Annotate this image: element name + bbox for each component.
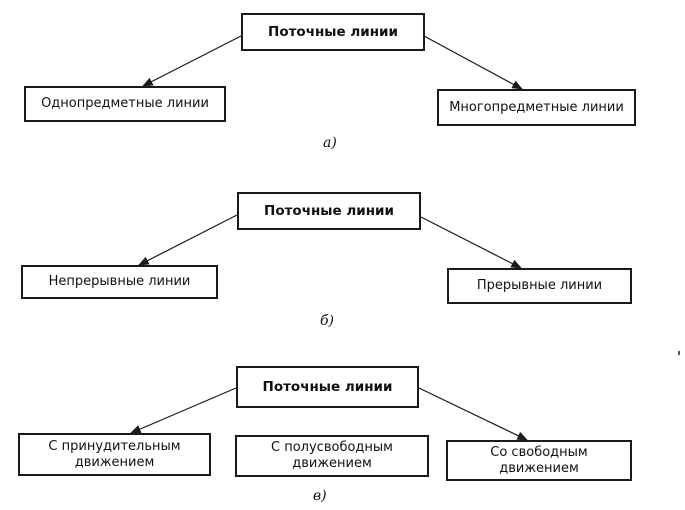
arrow-a-right [423, 35, 523, 90]
diagram-c-caption: в) [313, 488, 327, 504]
diagram-b-child-continuous: Непрерывные линии [21, 265, 218, 299]
arrow-c-right [418, 387, 528, 441]
diagram-c-root-box: Поточные линии [236, 366, 419, 408]
diagram-c-child-forced-movement: С принудительным движением [18, 433, 211, 476]
diagram-a-child-multi-product: Многопредметные линии [437, 89, 636, 126]
diagram-c-child-semi-free-movement: С полусвободным движением [235, 435, 429, 477]
diagram-a-child-single-product: Однопредметные линии [24, 86, 226, 122]
diagram-b-child-discontinuous: Прерывные линии [447, 268, 632, 304]
scan-speck [678, 351, 680, 355]
diagram-b-caption: б) [320, 313, 335, 329]
diagram-c-child-free-movement: Со свободным движением [446, 440, 632, 481]
arrow-b-right [420, 216, 522, 269]
diagram-b-root-box: Поточные линии [237, 192, 421, 230]
diagram-a-caption: а) [323, 135, 337, 151]
arrow-b-left [138, 214, 238, 266]
arrow-a-left [142, 35, 242, 87]
diagram-a-root-box: Поточные линии [241, 13, 425, 51]
arrow-c-left [130, 387, 237, 434]
